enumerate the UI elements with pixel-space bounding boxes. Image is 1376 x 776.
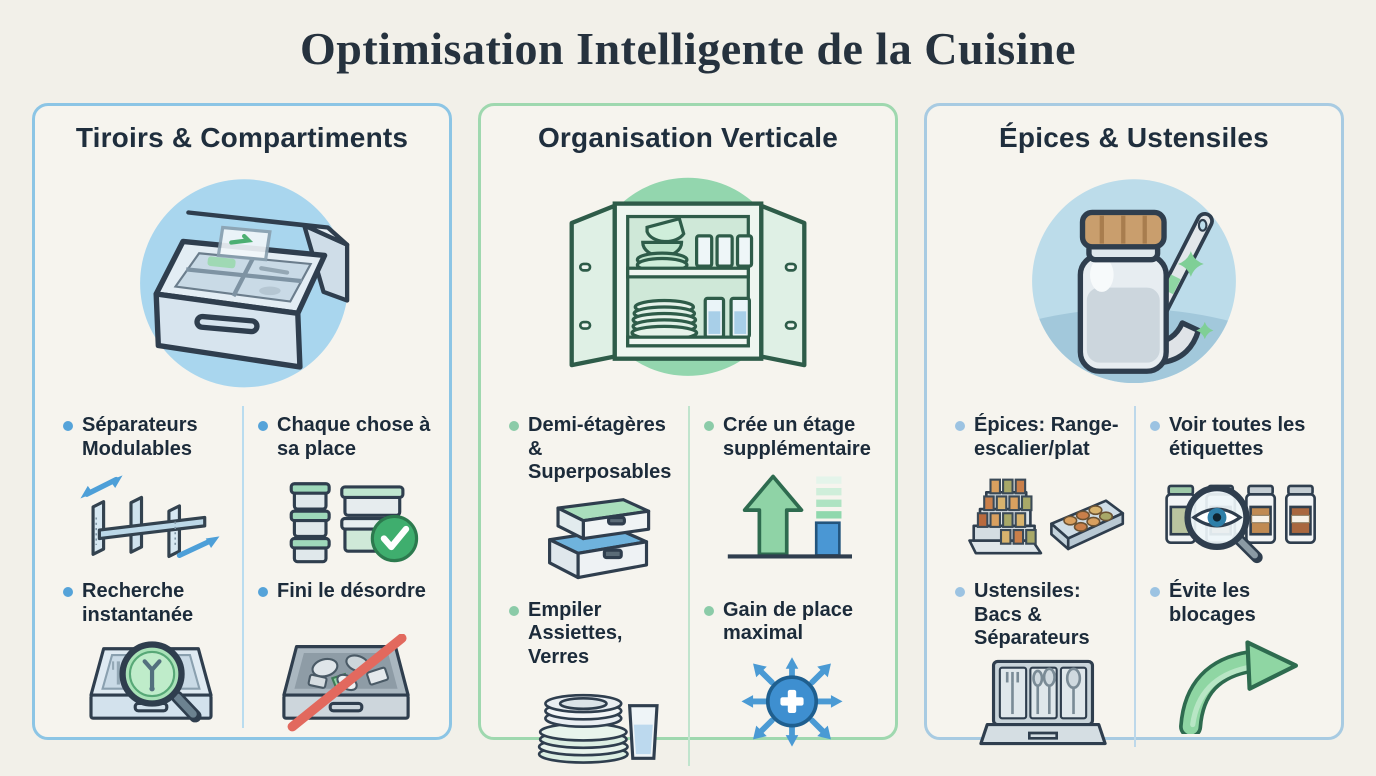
- open-drawer-with-dividers-illustration: [35, 158, 449, 400]
- feature-label-text: Gain de place maximal: [723, 598, 854, 645]
- feature-label-text: Empiler Assiettes, Verres: [528, 598, 623, 668]
- jar-ladle-icon: [1032, 179, 1236, 384]
- feature-grid: Séparateurs Modulables: [35, 400, 449, 738]
- feature-item: Évite les blocages: [1136, 572, 1331, 757]
- bullet-dot: [955, 587, 965, 597]
- feature-label-text: Fini le désordre: [277, 580, 426, 602]
- bullet-dot: [258, 587, 268, 597]
- feature-item: Séparateurs Modulables: [49, 406, 244, 572]
- feature-item: Crée un étage supplémentaire: [690, 406, 885, 591]
- panels-row: Tiroirs & Compartiments: [0, 103, 1376, 766]
- bullet-dot: [704, 421, 714, 431]
- feature-grid: Demi-étagères & Superposables: [481, 400, 895, 776]
- feature-label-text: Évite les blocages: [1169, 580, 1256, 626]
- panel-epices-ustensiles: Épices & Ustensiles: [924, 103, 1344, 747]
- bullet-dot: [1150, 587, 1160, 597]
- bullet-dot: [63, 421, 73, 431]
- cluttered-drawer-crossed-out-icon: [258, 632, 433, 736]
- feature-label-text: Épices: Range-escalier/plat: [974, 414, 1119, 460]
- spice-step-rack-and-tray-icon: [955, 466, 1130, 570]
- feature-item: Recherche instantanée: [49, 572, 244, 738]
- eye-magnifier-over-jars-icon: [1150, 466, 1325, 570]
- bullet-dot: [1150, 421, 1160, 431]
- feature-item: Épices: Range-escalier/plat: [941, 406, 1136, 572]
- feature-label-text: Ustensiles: Bacs & Séparateurs: [974, 580, 1090, 650]
- bullet-dot: [704, 605, 714, 616]
- feature-label-text: Voir toutes les étiquettes: [1169, 414, 1306, 460]
- feature-label-text: Recherche instantanée: [82, 580, 194, 626]
- open-cabinet-with-shelves-illustration: [481, 158, 895, 400]
- panel-organisation-verticale: Organisation Verticale: [478, 103, 898, 766]
- plate-stack-and-glass-icon: [509, 670, 684, 774]
- panel-title: Organisation Verticale: [537, 122, 839, 153]
- feature-item: Ustensiles: Bacs & Séparateurs: [941, 572, 1136, 757]
- feature-item: Fini le désordre: [244, 572, 439, 738]
- feature-label-text: Séparateurs Modulables: [82, 414, 198, 460]
- spice-jar-and-ladle-illustration: [927, 158, 1341, 400]
- feature-item: Chaque chose à sa place: [244, 406, 439, 572]
- panel-tiroirs-compartiments: Tiroirs & Compartiments: [32, 103, 452, 740]
- bullet-dot: [509, 421, 519, 431]
- cabinet-icon: [569, 177, 807, 376]
- feature-item: Demi-étagères & Superposables: [495, 406, 690, 591]
- panel-title: Épices & Ustensiles: [999, 122, 1269, 153]
- containers-with-checkmark-icon: [258, 466, 433, 570]
- feature-item: Voir toutes les étiquettes: [1136, 406, 1331, 572]
- bullet-dot: [955, 421, 965, 431]
- bullet-dot: [258, 421, 268, 431]
- utensil-tray-compartments-icon: [955, 651, 1130, 755]
- panel-title: Tiroirs & Compartiments: [75, 122, 409, 153]
- drawer-organizer-icon: [140, 179, 350, 388]
- adjustable-dividers-icon: [63, 466, 238, 570]
- page-title: Optimisation Intelligente de la Cuisine: [300, 23, 1076, 74]
- drawer-with-magnifier-icon: [63, 632, 238, 736]
- feature-label-text: Demi-étagères & Superposables: [528, 414, 672, 484]
- stacked-storage-boxes-icon: [509, 485, 684, 589]
- feature-label-text: Crée un étage supplémentaire: [723, 414, 871, 460]
- feature-grid: Épices: Range-escalier/plat: [927, 400, 1341, 757]
- expanding-arrows-plus-icon: [704, 651, 879, 755]
- up-arrow-extra-level-icon: [704, 466, 879, 570]
- curved-green-arrow-icon: [1150, 632, 1325, 736]
- feature-item: Gain de place maximal: [690, 591, 885, 776]
- feature-item: Empiler Assiettes, Verres: [495, 591, 690, 776]
- feature-label-text: Chaque chose à sa place: [277, 414, 431, 460]
- bullet-dot: [63, 587, 73, 597]
- bullet-dot: [509, 605, 519, 616]
